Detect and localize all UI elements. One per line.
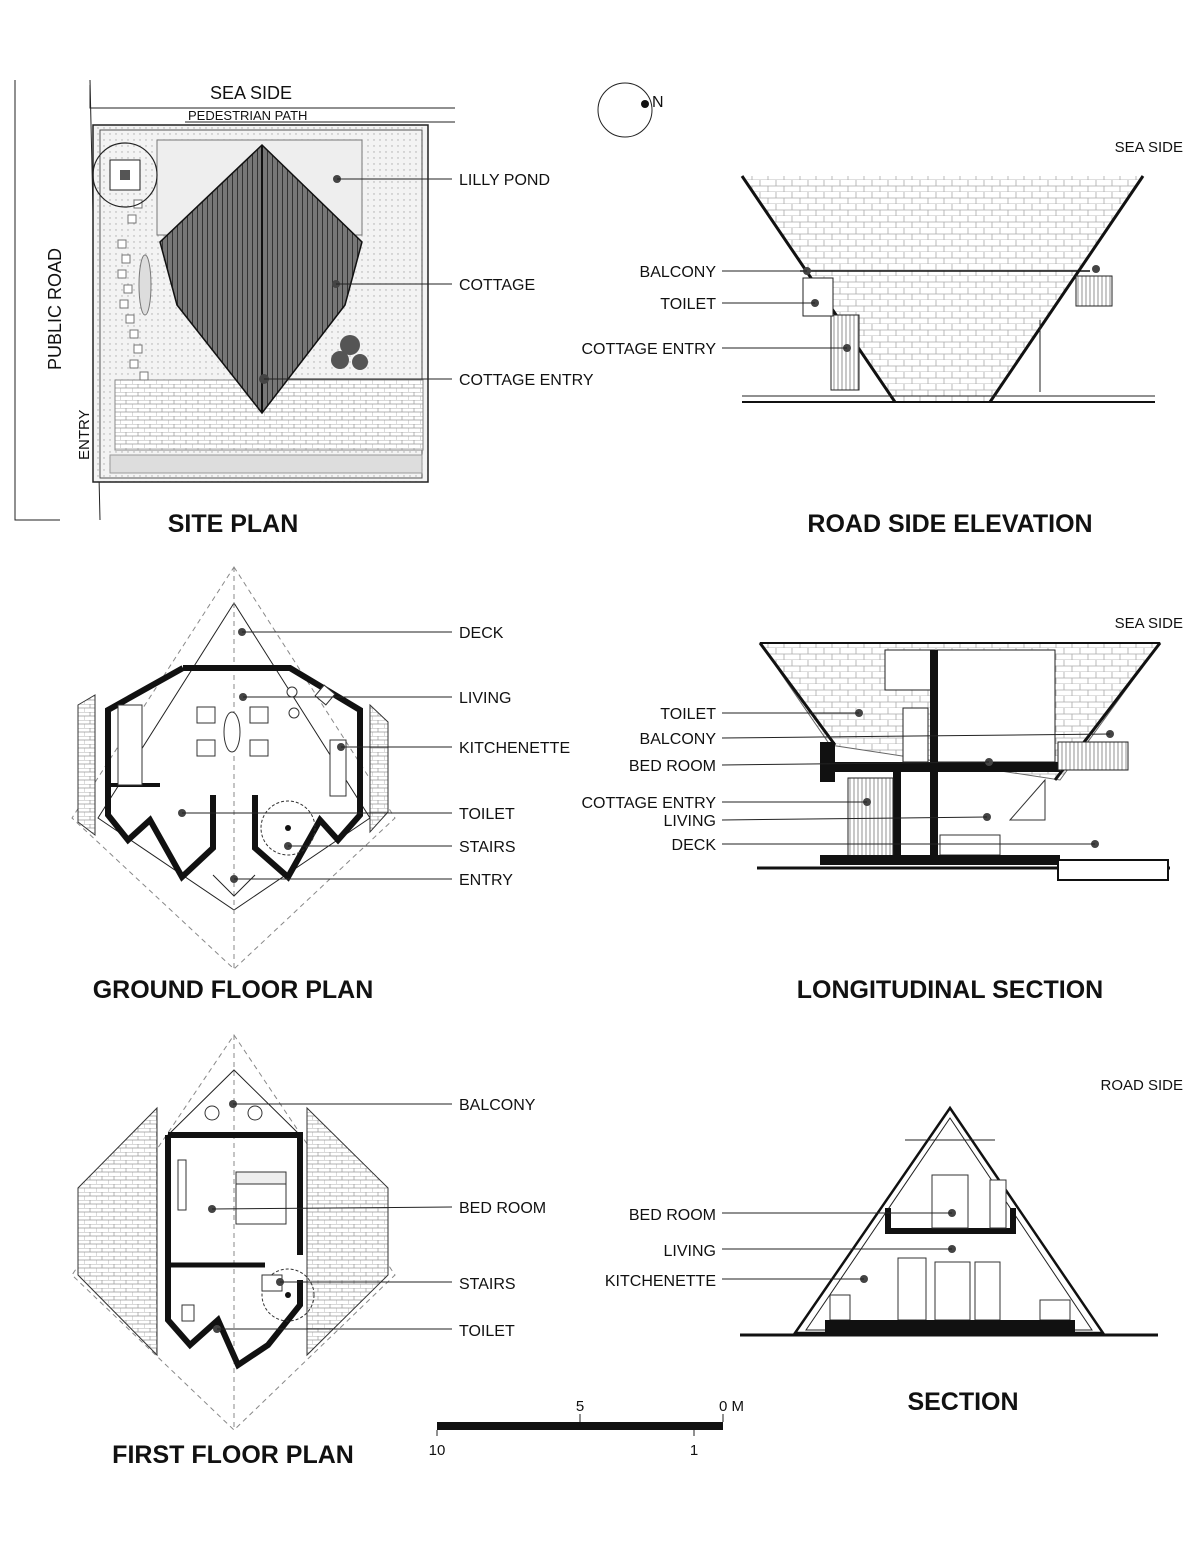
ls-label-cottage-entry: COTTAGE ENTRY	[581, 795, 716, 812]
elev-label-toilet: TOILET	[660, 296, 716, 313]
tree-icon	[331, 335, 368, 370]
ff-label-toilet: TOILET	[459, 1323, 515, 1340]
gf-label-stairs: STAIRS	[459, 839, 516, 856]
ff-label-bed-room: BED ROOM	[459, 1200, 546, 1217]
elev-label-balcony: BALCONY	[640, 264, 717, 281]
sea-side-label: SEA SIDE	[210, 83, 292, 103]
gf-label-deck: DECK	[459, 625, 504, 642]
cs-label-bed-room: BED ROOM	[629, 1207, 716, 1224]
gazebo	[92, 142, 158, 208]
ff-label-stairs: STAIRS	[459, 1276, 516, 1293]
cs-label-living: LIVING	[664, 1243, 716, 1260]
longitudinal-section-title: LONGITUDINAL SECTION	[797, 976, 1103, 1004]
gf-label-living: LIVING	[459, 690, 511, 707]
ls-label-toilet: TOILET	[660, 706, 716, 723]
cross-section-road-side-label: ROAD SIDE	[1100, 1077, 1183, 1094]
ground-walls	[105, 665, 363, 882]
ground-floor-plan-title: GROUND FLOOR PLAN	[93, 976, 374, 1004]
site-plan: N SEA SIDE PEDESTRIAN PATH PUBLIC ROAD E…	[14, 79, 664, 538]
entry-label: ENTRY	[76, 409, 93, 460]
ls-label-balcony: BALCONY	[640, 731, 717, 748]
first-floor-plan: BALCONY BED ROOM STAIRS TOILET FIRST FLO…	[71, 1034, 546, 1469]
ls-label-deck: DECK	[672, 837, 717, 854]
north-arrow-icon	[597, 82, 653, 138]
first-floor-plan-title: FIRST FLOOR PLAN	[112, 1441, 354, 1469]
scale-label-0m: 0 M	[719, 1398, 744, 1415]
gf-label-toilet: TOILET	[459, 806, 515, 823]
scale-bar: 5 0 M 10 1	[429, 1398, 744, 1459]
site-plan-title: SITE PLAN	[168, 510, 299, 538]
spiral-stairs	[260, 800, 316, 856]
elevation-roof	[742, 176, 1143, 402]
label-lilly-pond: LILLY POND	[459, 172, 550, 189]
label-cottage-entry: COTTAGE ENTRY	[459, 372, 594, 389]
north-label: N	[652, 94, 664, 111]
pedestrian-path-label: PEDESTRIAN PATH	[188, 108, 307, 123]
section-title: SECTION	[907, 1388, 1018, 1416]
section-sea-side-label: SEA SIDE	[1115, 615, 1183, 632]
ff-label-balcony: BALCONY	[459, 1097, 536, 1114]
ground-floor-plan: DECK LIVING KITCHENETTE TOILET STAIRS EN…	[71, 566, 570, 1004]
road-side-elevation: SEA SIDE BALCONY TOILET COTTAGE ENTRY RO…	[581, 139, 1183, 538]
elevation-sea-side-label: SEA SIDE	[1115, 139, 1183, 156]
road-side-elevation-title: ROAD SIDE ELEVATION	[807, 510, 1092, 538]
cross-section: ROAD SIDE BED ROOM LIVING KITCHENETTE SE…	[605, 1077, 1183, 1416]
first-floor-stairs	[261, 1268, 315, 1322]
ls-label-living: LIVING	[664, 813, 716, 830]
first-floor-walls	[165, 1132, 303, 1370]
elev-label-cottage-entry: COTTAGE ENTRY	[581, 341, 716, 358]
label-cottage: COTTAGE	[459, 277, 535, 294]
gf-label-kitchenette: KITCHENETTE	[459, 740, 570, 757]
ls-label-bed-room: BED ROOM	[629, 758, 716, 775]
scale-label-10: 10	[429, 1442, 446, 1459]
scale-label-1: 1	[690, 1442, 698, 1459]
cs-label-kitchenette: KITCHENETTE	[605, 1273, 716, 1290]
gf-label-entry: ENTRY	[459, 872, 513, 889]
public-road-label: PUBLIC ROAD	[45, 248, 65, 370]
scale-label-5: 5	[576, 1398, 584, 1415]
longitudinal-section: SEA SIDE TOILET BALCONY BED ROOM COTTAGE…	[581, 615, 1183, 1004]
